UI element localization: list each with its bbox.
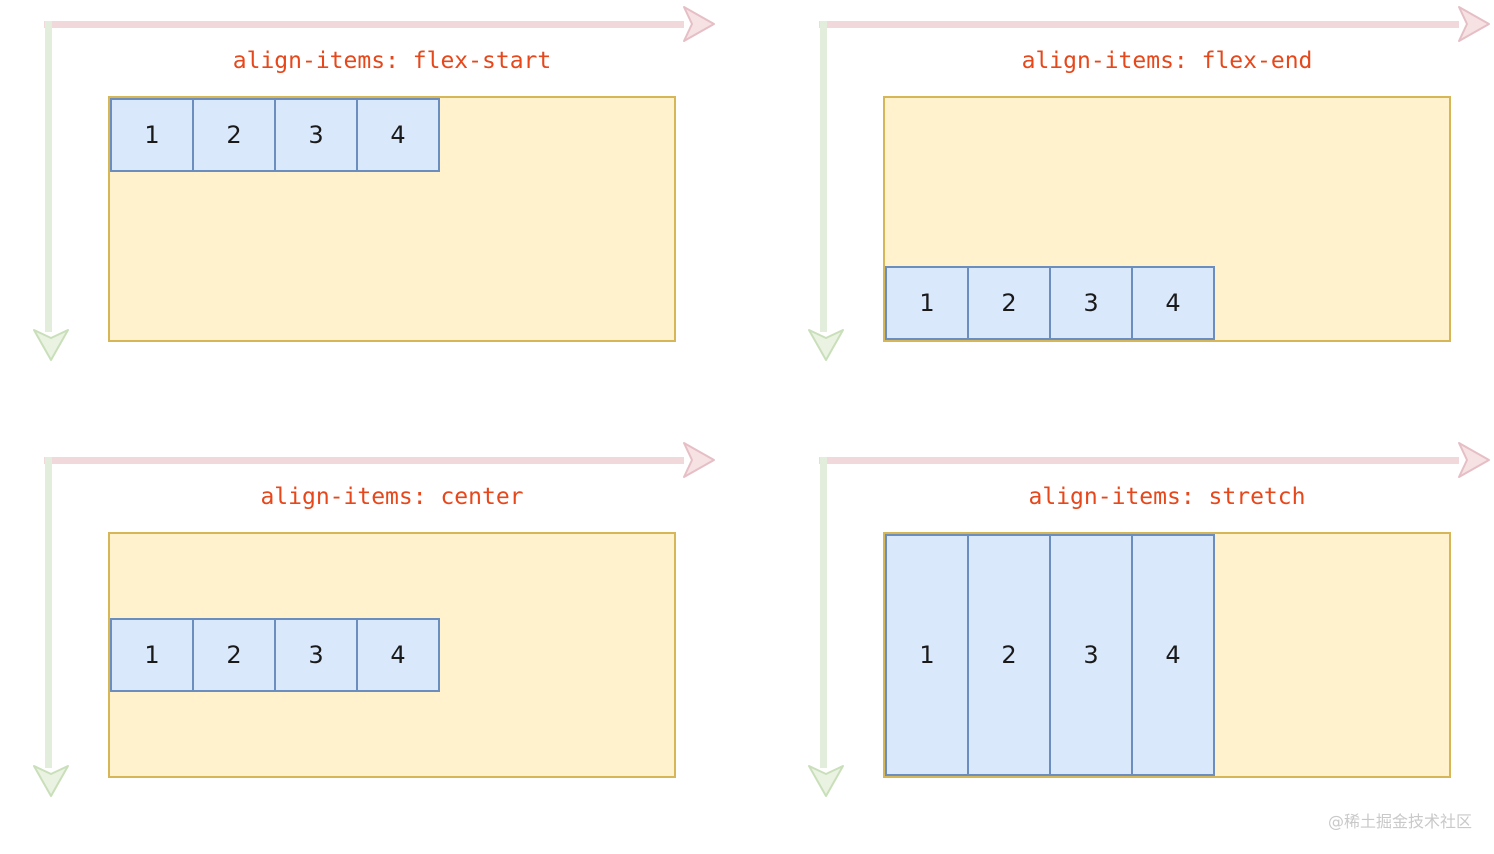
cross-axis-shaft: [820, 457, 827, 768]
flex-container: 1 2 3 4: [883, 96, 1451, 342]
arrow-right-icon: [683, 6, 715, 42]
arrow-down-icon: [33, 329, 69, 361]
main-axis-shaft: [44, 21, 684, 28]
watermark: @稀土掘金技术社区: [1327, 812, 1472, 831]
cross-axis-shaft: [45, 21, 52, 332]
arrow-down-icon: [33, 765, 69, 797]
flex-item: 1: [110, 98, 194, 172]
arrow-right-icon: [1458, 442, 1490, 478]
flex-item: 4: [356, 98, 440, 172]
quadrant-title: align-items: center: [260, 484, 524, 510]
flex-container: 1 2 3 4: [108, 532, 676, 778]
cross-axis-shaft: [45, 457, 52, 768]
quadrant-flex-end: align-items: flex-end 1 2 3 4: [775, 0, 1494, 436]
main-axis-shaft: [819, 21, 1459, 28]
quadrant-center: align-items: center 1 2 3 4: [0, 436, 775, 854]
main-axis-shaft: [44, 457, 684, 464]
cross-axis-shaft: [820, 21, 827, 332]
quadrant-title: align-items: flex-end: [1021, 48, 1313, 74]
quadrant-stretch: align-items: stretch 1 2 3 4: [775, 436, 1494, 854]
flex-item: 2: [967, 534, 1051, 776]
flex-item: 3: [274, 98, 358, 172]
quadrant-title: align-items: stretch: [1028, 484, 1306, 510]
arrow-down-icon: [808, 765, 844, 797]
flex-item: 3: [1049, 266, 1133, 340]
flex-item: 1: [885, 266, 969, 340]
flex-item: 1: [885, 534, 969, 776]
main-axis-shaft: [819, 457, 1459, 464]
arrow-down-icon: [808, 329, 844, 361]
flex-item: 2: [192, 618, 276, 692]
flex-container: 1 2 3 4: [108, 96, 676, 342]
flex-item: 4: [1131, 534, 1215, 776]
quadrant-title: align-items: flex-start: [232, 48, 552, 74]
flex-item: 4: [1131, 266, 1215, 340]
arrow-right-icon: [1458, 6, 1490, 42]
flex-item: 2: [967, 266, 1051, 340]
flex-item: 2: [192, 98, 276, 172]
arrow-right-icon: [683, 442, 715, 478]
flex-item: 4: [356, 618, 440, 692]
flex-item: 3: [1049, 534, 1133, 776]
flex-item: 3: [274, 618, 358, 692]
flex-item: 1: [110, 618, 194, 692]
flex-container: 1 2 3 4: [883, 532, 1451, 778]
quadrant-flex-start: align-items: flex-start 1 2 3 4: [0, 0, 775, 436]
